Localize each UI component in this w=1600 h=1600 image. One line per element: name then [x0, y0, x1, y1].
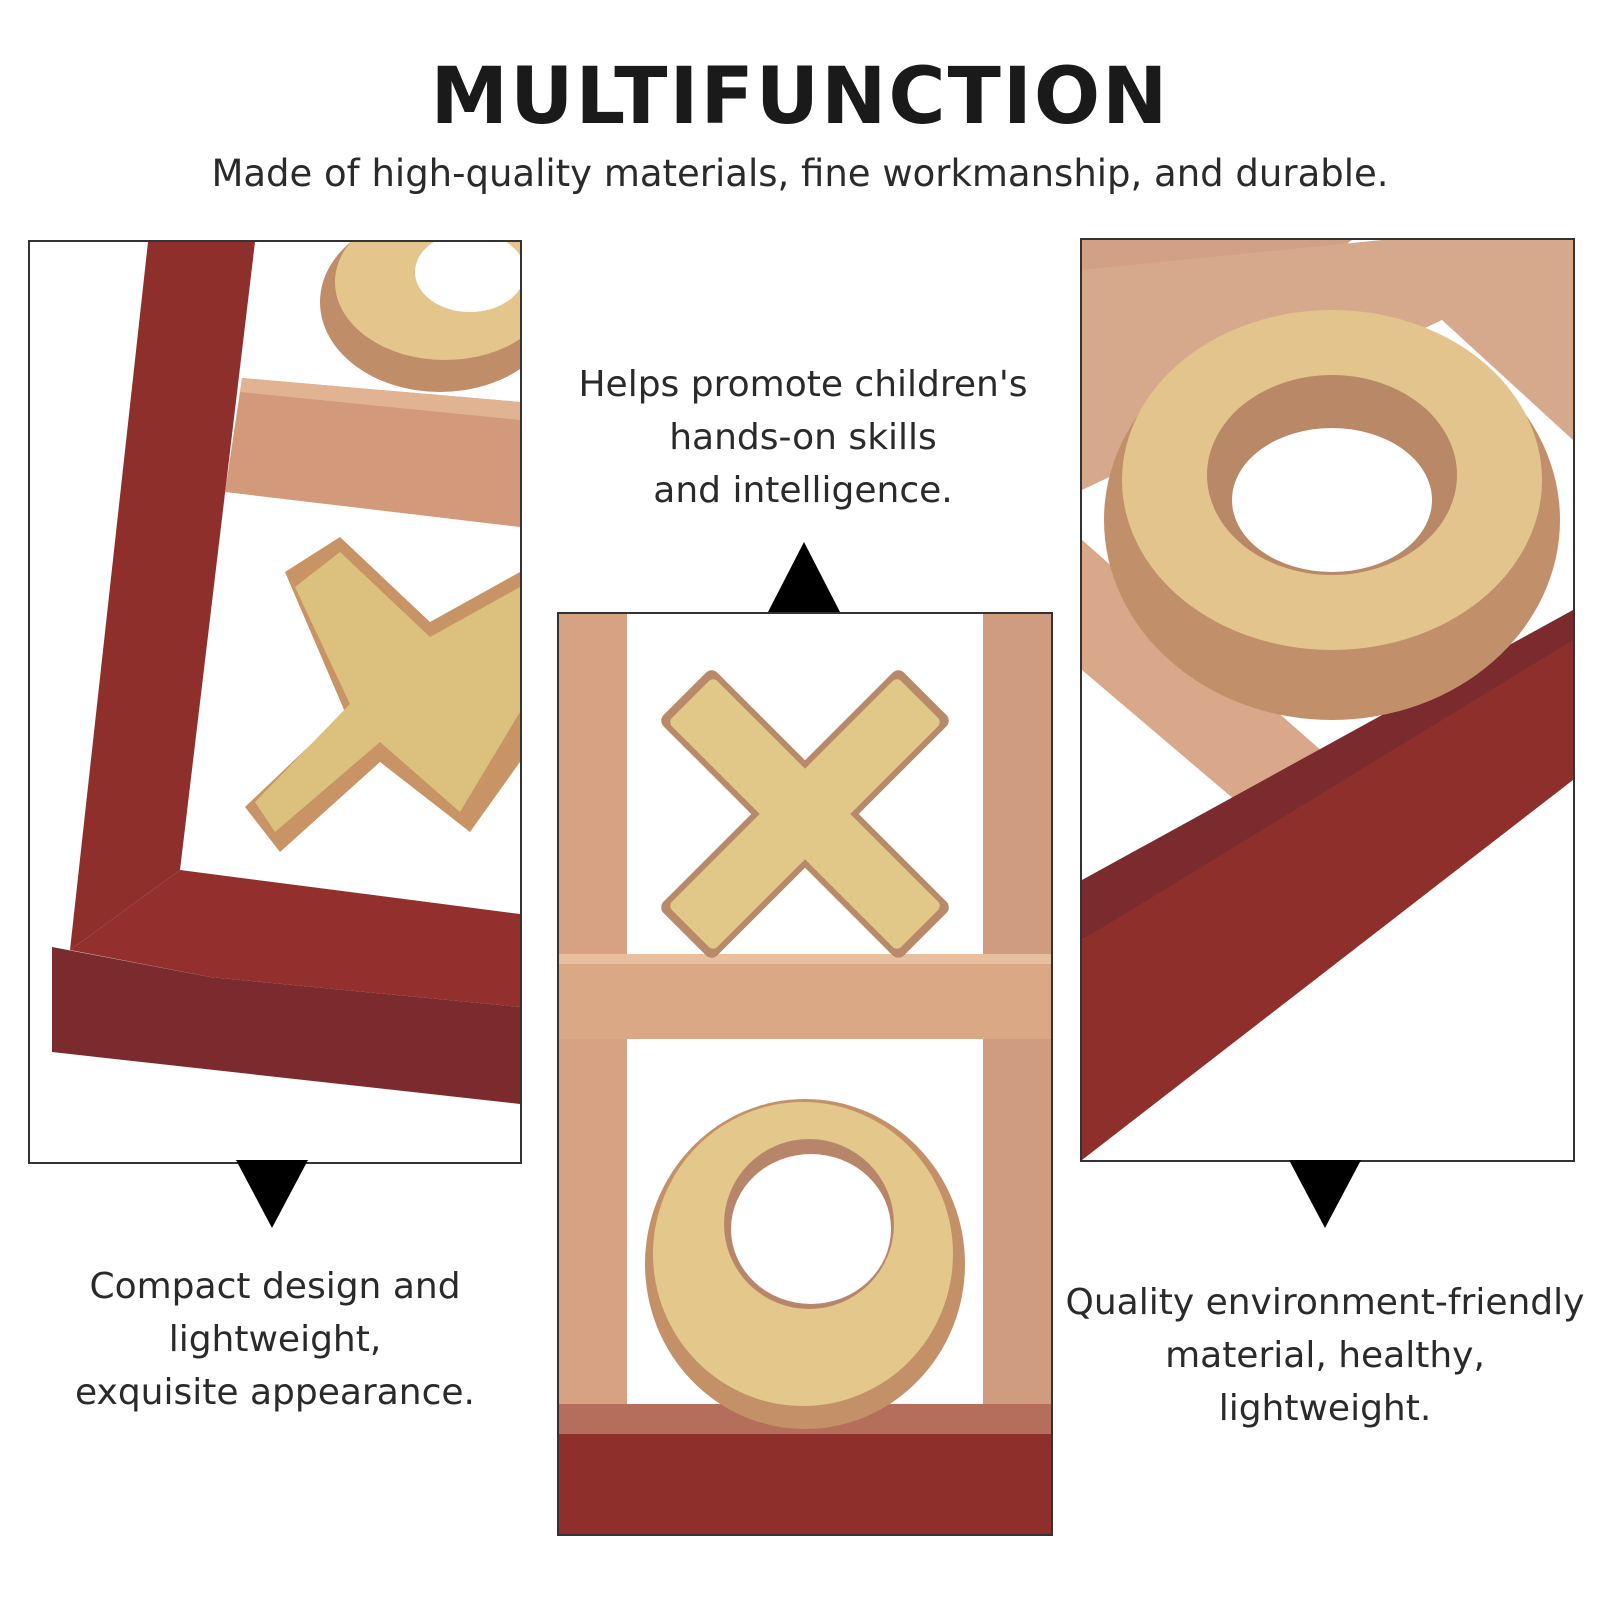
- pieces-grid-illustration: [559, 614, 1051, 1534]
- caption-hands-on-skills: Helps promote children's hands-on skills…: [557, 358, 1049, 517]
- caption-line: material, healthy, lightweight.: [1165, 1335, 1485, 1429]
- triangle-down-icon: [1289, 1160, 1361, 1228]
- caption-line: and intelligence.: [653, 470, 953, 511]
- photo-panel-pieces-grid: [557, 612, 1053, 1536]
- caption-line: lightweight,: [168, 1319, 382, 1360]
- caption-line: Compact design and: [89, 1266, 461, 1307]
- triangle-up-icon: [768, 542, 840, 612]
- board-corner-illustration: [52, 242, 520, 1104]
- photo-panel-board-corner: [28, 240, 522, 1164]
- caption-compact-design: Compact design and lightweight, exquisit…: [40, 1260, 510, 1419]
- caption-eco-friendly-material: Quality environment-friendly material, h…: [1060, 1276, 1590, 1435]
- page-subheadline: Made of high-quality materials, fine wor…: [211, 152, 1389, 195]
- triangle-down-icon: [236, 1160, 308, 1228]
- page-headline: MULTIFUNCTION: [430, 52, 1170, 142]
- caption-line: hands-on skills: [669, 417, 937, 458]
- o-closeup-illustration: [1082, 240, 1573, 1160]
- caption-line: Helps promote children's: [578, 364, 1028, 405]
- caption-line: exquisite appearance.: [75, 1372, 475, 1413]
- caption-line: Quality environment-friendly: [1065, 1282, 1585, 1323]
- photo-panel-o-closeup: [1080, 238, 1575, 1162]
